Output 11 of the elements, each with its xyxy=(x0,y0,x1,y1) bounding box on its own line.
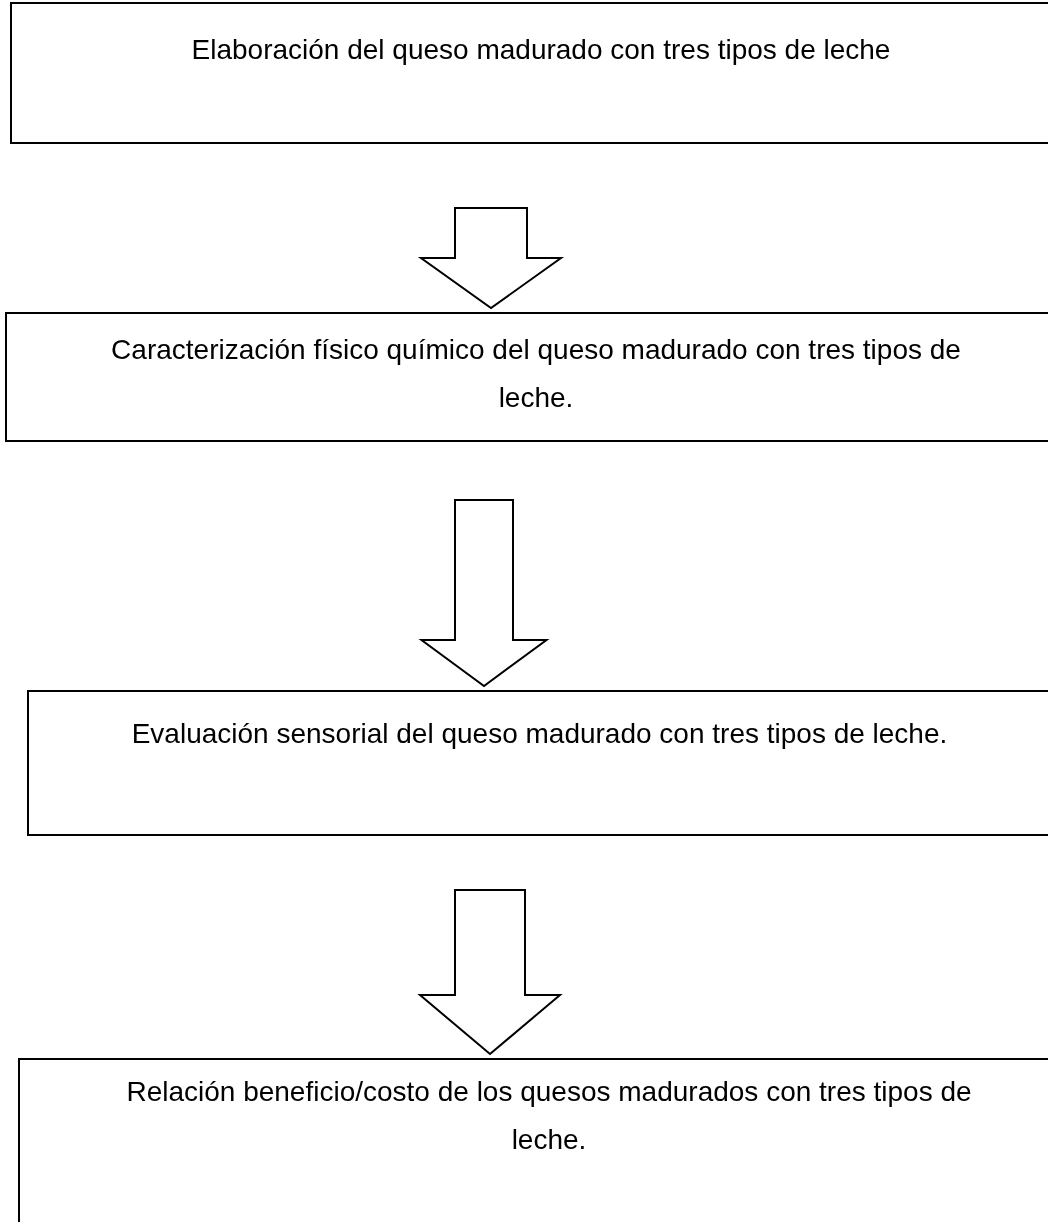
block-arrow xyxy=(417,889,563,1056)
process-box xyxy=(18,1058,1048,1222)
step-text: Evaluación sensorial del queso madurado con tres tipos de leche. xyxy=(130,717,949,751)
block-arrow xyxy=(417,207,565,310)
process-box xyxy=(5,312,1048,442)
process-box xyxy=(27,690,1048,836)
step-text: Relación beneficio/costo de los quesos madurados con tres tipos de leche. xyxy=(125,1075,973,1157)
block-arrow xyxy=(418,499,550,688)
process-box xyxy=(10,2,1048,144)
step-text: Elaboración del queso madurado con tres tipos de leche xyxy=(190,33,892,67)
step-text: Caracterización físico químico del queso madurado con tres tipos de leche. xyxy=(110,333,962,415)
